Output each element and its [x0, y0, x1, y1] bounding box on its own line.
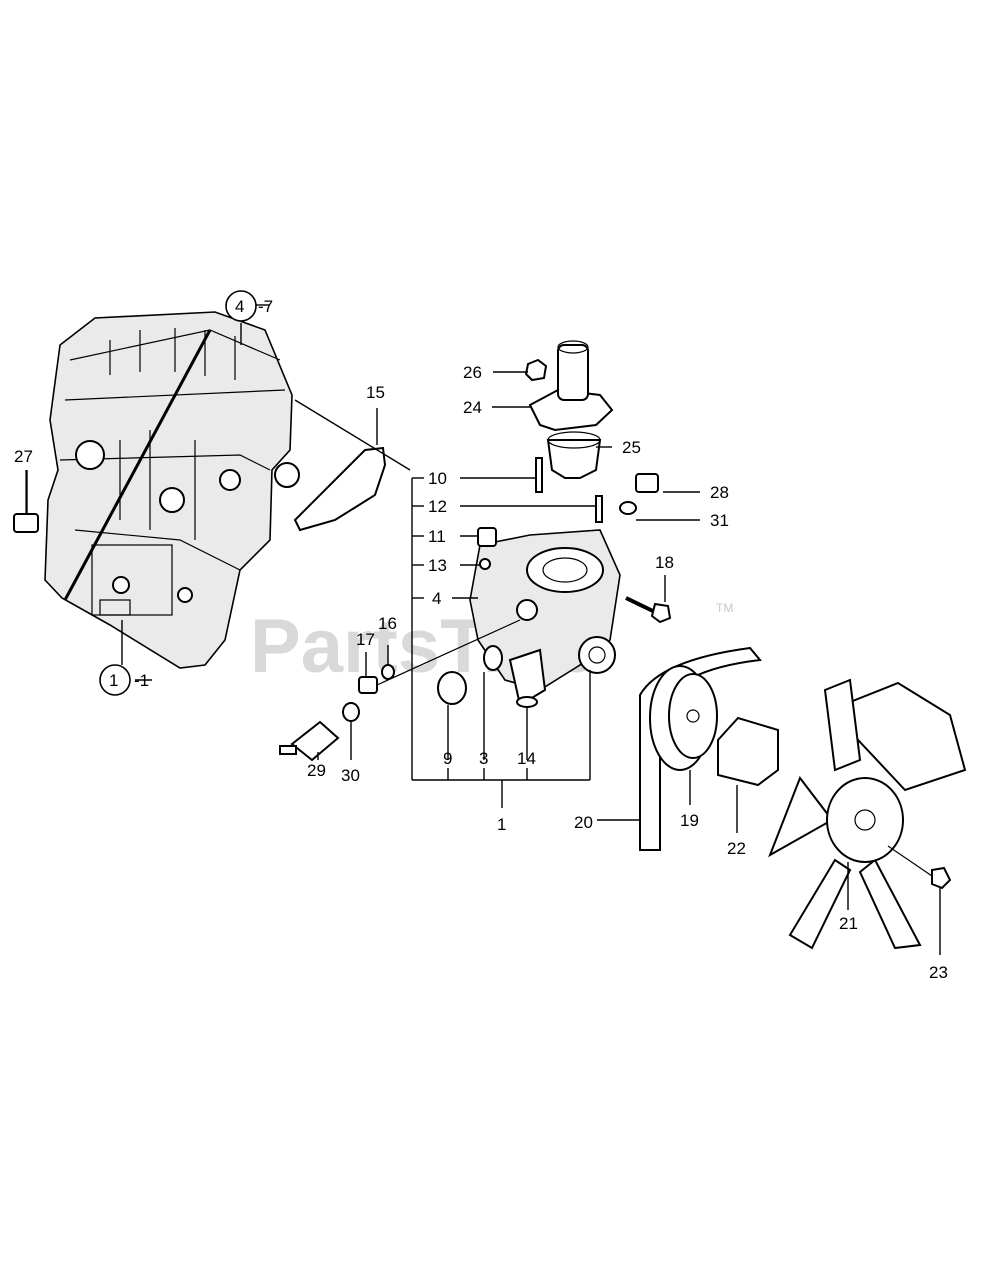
- spacer-22[interactable]: [717, 716, 779, 787]
- stud-12[interactable]: [595, 495, 603, 523]
- watermark-trademark: TM: [716, 601, 733, 615]
- washer-30[interactable]: [342, 702, 360, 722]
- pulley-19[interactable]: [649, 665, 718, 771]
- water-pump: [469, 529, 621, 708]
- sensor-29[interactable]: [279, 720, 340, 762]
- o-ring-3[interactable]: [483, 645, 503, 671]
- label-29[interactable]: 29: [307, 761, 326, 780]
- label-31[interactable]: 31: [710, 511, 729, 530]
- gasket-16[interactable]: [381, 664, 395, 680]
- callout-4-suffix: -7: [258, 297, 273, 316]
- leader-lines: [26, 304, 941, 955]
- callout-circle-4[interactable]: 4: [225, 290, 257, 322]
- callout-4-number: 4: [235, 297, 244, 316]
- thermostat-25[interactable]: [546, 431, 602, 479]
- label-4[interactable]: 4: [432, 589, 441, 608]
- label-11[interactable]: 11: [428, 527, 446, 546]
- label-15[interactable]: 15: [366, 383, 385, 402]
- label-20[interactable]: 20: [574, 813, 593, 832]
- bolt-13[interactable]: [479, 558, 491, 570]
- label-1[interactable]: 1: [497, 815, 506, 834]
- callout-circle-1[interactable]: 1: [99, 664, 131, 696]
- label-21[interactable]: 21: [839, 914, 858, 933]
- label-3[interactable]: 3: [479, 749, 488, 768]
- label-19[interactable]: 19: [680, 811, 699, 830]
- washer-31[interactable]: [619, 501, 637, 515]
- nut-26[interactable]: [524, 358, 548, 382]
- bolt-23[interactable]: [887, 845, 952, 890]
- bolt-17[interactable]: [358, 676, 378, 694]
- callout-1-number: 1: [109, 671, 118, 690]
- label-18[interactable]: 18: [655, 553, 674, 572]
- callout-1-suffix: -1: [134, 671, 149, 690]
- label-24[interactable]: 24: [463, 398, 482, 417]
- stud-10[interactable]: [535, 457, 543, 493]
- label-12[interactable]: 12: [428, 497, 447, 516]
- o-ring-9[interactable]: [437, 671, 467, 705]
- plug-28[interactable]: [635, 473, 659, 493]
- label-25[interactable]: 25: [622, 438, 641, 457]
- label-17[interactable]: 17: [356, 630, 375, 649]
- label-14[interactable]: 14: [517, 749, 536, 768]
- bolt-18[interactable]: [625, 596, 672, 624]
- thermostat-cover-24[interactable]: [528, 340, 614, 432]
- label-27[interactable]: 27: [14, 447, 33, 466]
- label-30[interactable]: 30: [341, 766, 360, 785]
- engine-block: [44, 311, 387, 669]
- drain-plug-27[interactable]: [13, 470, 39, 533]
- label-16[interactable]: 16: [378, 614, 397, 633]
- stud-11[interactable]: [477, 527, 497, 547]
- label-26[interactable]: 26: [463, 363, 482, 382]
- label-28[interactable]: 28: [710, 483, 729, 502]
- cooling-fan-21[interactable]: [768, 678, 967, 950]
- label-23[interactable]: 23: [929, 963, 948, 982]
- label-22[interactable]: 22: [727, 839, 746, 858]
- label-9[interactable]: 9: [443, 749, 452, 768]
- label-10[interactable]: 10: [428, 469, 447, 488]
- label-13[interactable]: 13: [428, 556, 447, 575]
